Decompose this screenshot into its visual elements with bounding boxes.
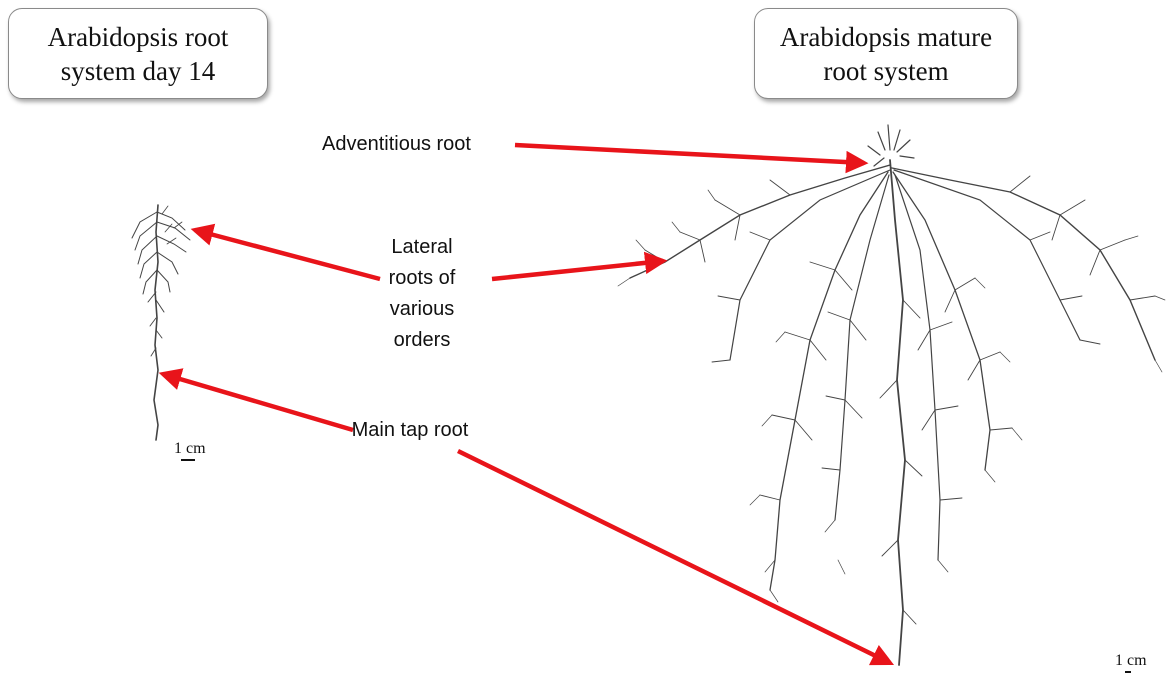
title-day14-line2: system day 14	[9, 54, 267, 88]
arrow-lateral-young	[195, 230, 380, 279]
scale-bar-left-line	[181, 459, 195, 461]
label-adventitious-root: Adventitious root	[322, 129, 471, 160]
arrow-taproot-young	[163, 374, 353, 430]
scale-bar-right: 1 cm	[1115, 652, 1147, 673]
scale-bar-right-line	[1125, 671, 1131, 673]
title-box-mature: Arabidopsis mature root system	[754, 8, 1018, 99]
scale-bar-left: 1 cm	[174, 440, 206, 461]
arrow-taproot-mature	[458, 451, 890, 663]
title-box-day14: Arabidopsis root system day 14	[8, 8, 268, 99]
arrow-lateral-mature	[492, 261, 663, 279]
arrow-adventitious-root	[515, 145, 864, 163]
title-mature-line1: Arabidopsis mature	[755, 20, 1017, 54]
title-mature-line2: root system	[755, 54, 1017, 88]
scale-bar-right-label: 1 cm	[1115, 652, 1147, 669]
label-lateral-roots: Lateral roots of various orders	[370, 232, 474, 356]
label-main-tap-root: Main tap root	[350, 415, 470, 446]
scale-bar-left-label: 1 cm	[174, 440, 206, 457]
title-day14-line1: Arabidopsis root	[9, 20, 267, 54]
